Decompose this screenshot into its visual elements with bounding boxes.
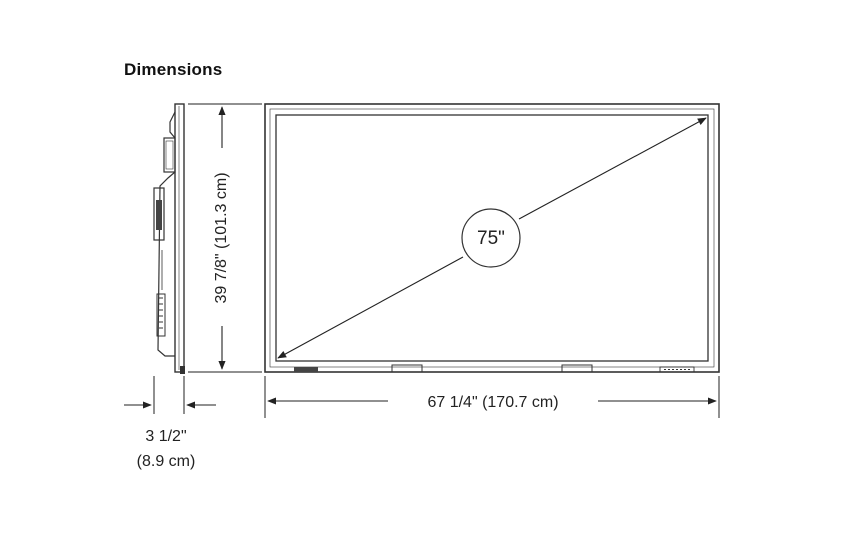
height-dimension <box>188 103 262 373</box>
diagonal-dimension <box>277 117 707 359</box>
height-label: 39 7/8" (101.3 cm) <box>213 172 230 303</box>
depth-label-inches: 3 1/2" <box>145 428 186 445</box>
width-dimension <box>264 376 720 418</box>
diagonal-label: 75" <box>477 228 505 249</box>
side-profile-view <box>153 103 185 374</box>
depth-label-cm: (8.9 cm) <box>137 453 196 470</box>
diagonal-circle <box>461 208 521 268</box>
page-title: Dimensions <box>124 60 223 79</box>
front-view <box>264 103 720 373</box>
width-label: 67 1/4" (170.7 cm) <box>427 394 558 411</box>
depth-dimension <box>124 376 216 414</box>
